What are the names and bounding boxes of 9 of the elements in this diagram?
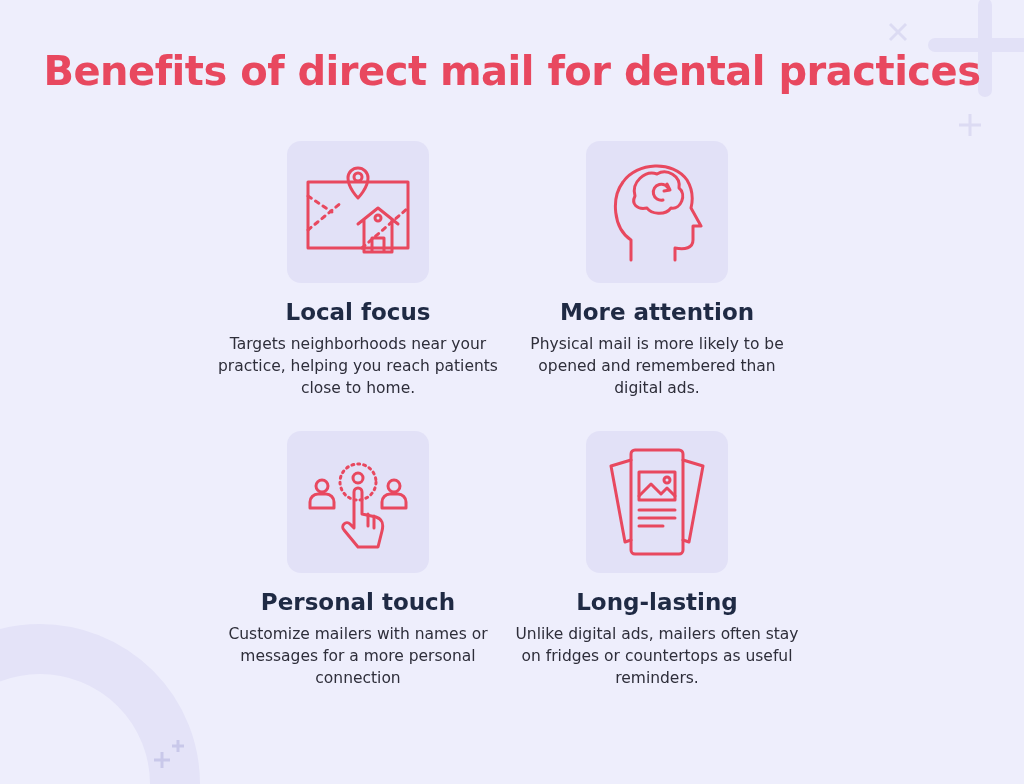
title: Benefits of direct mail for dental practices <box>42 48 982 94</box>
benefit-description: Customize mailers with names or messages for a more personal connection <box>227 624 489 689</box>
benefit-heading: Personal touch <box>260 589 456 615</box>
benefit-heading: Local focus <box>285 299 431 325</box>
benefit-description: Unlike digital ads, mailers often stay on fridges or countertops as useful reminders. <box>514 624 800 689</box>
benefit-heading: Long-lasting <box>576 589 738 615</box>
benefit-description: Targets neighborhoods near your practice, helping you reach patients close to home. <box>217 334 499 399</box>
benefit-description: Physical mail is more likely to be opened and remembered than digital ads. <box>529 334 785 399</box>
benefit-heading: More attention <box>559 299 755 325</box>
